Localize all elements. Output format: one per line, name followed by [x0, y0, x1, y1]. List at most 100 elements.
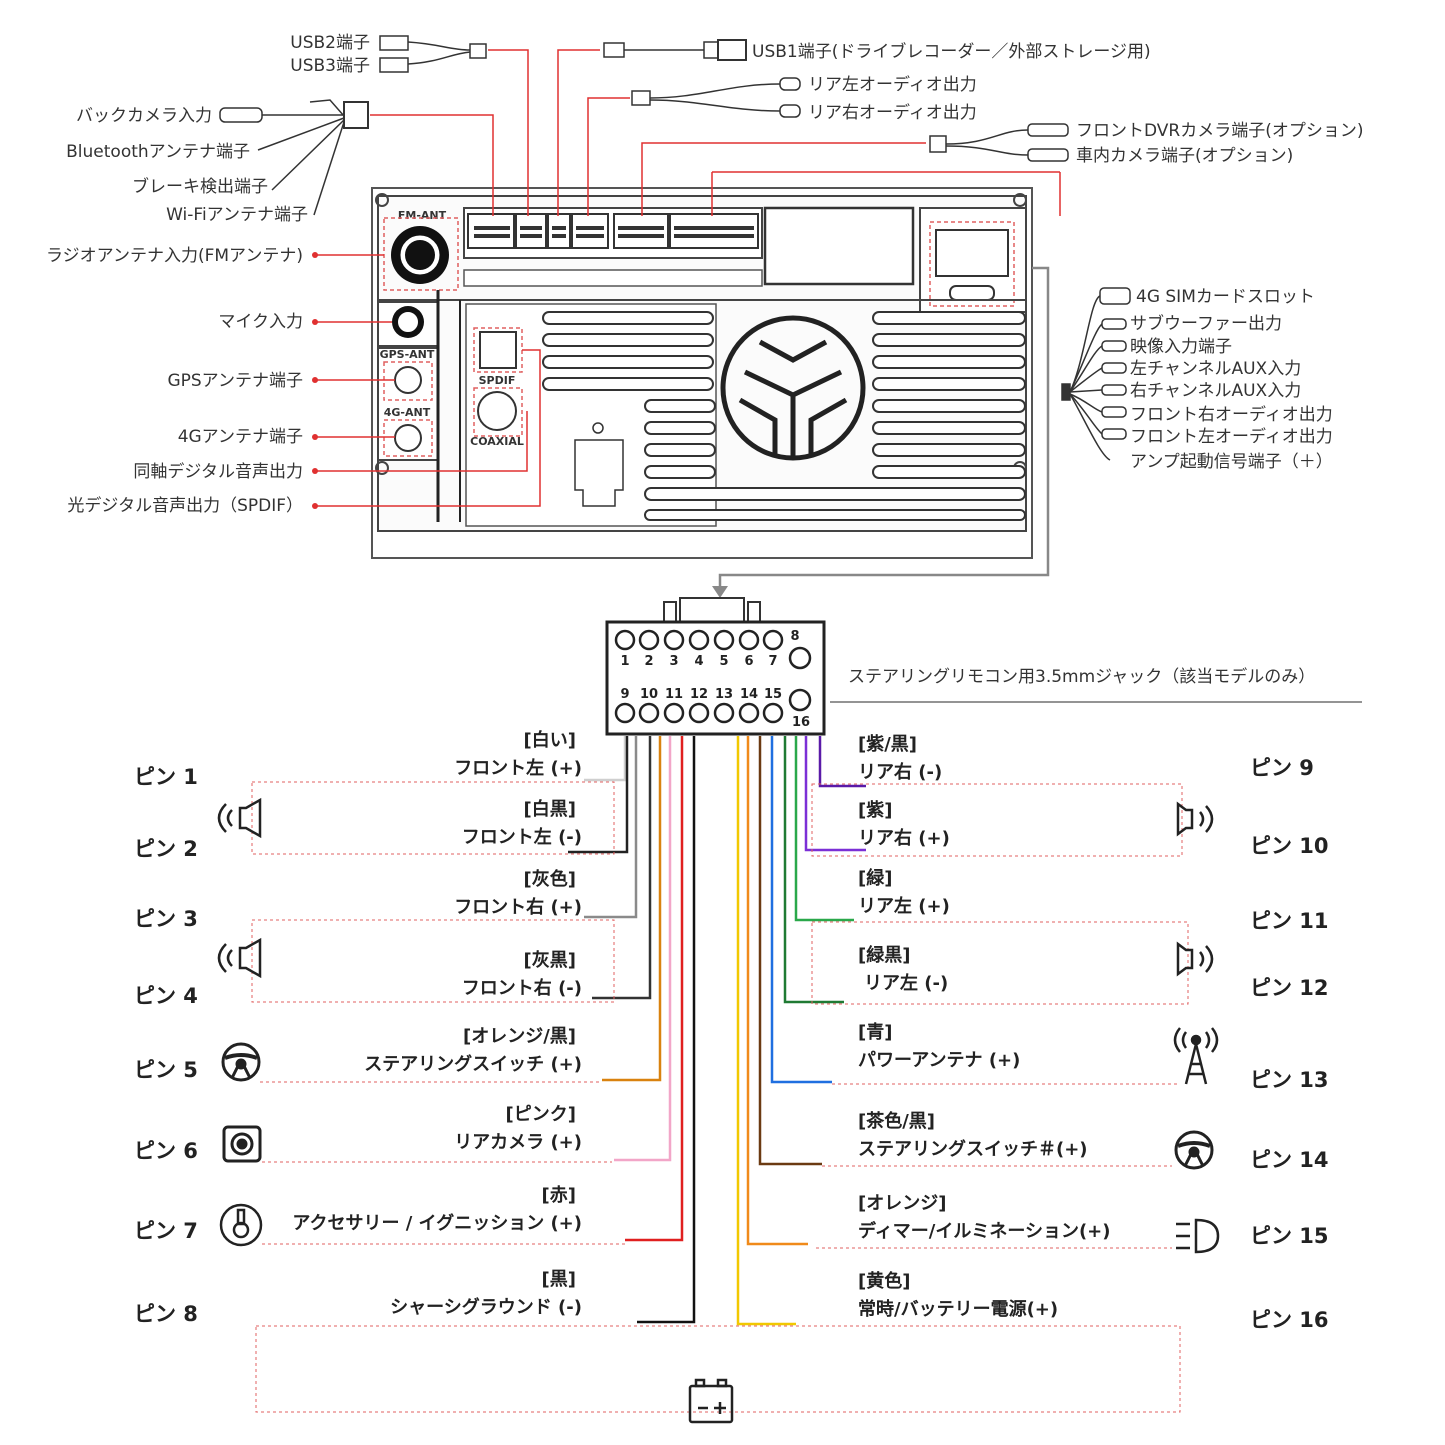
- wire-function: シャーシグラウンド (-): [390, 1296, 582, 1318]
- right-labels: 4G SIMカードスロット サブウーファー出力 映像入力端子 左チャンネルAUX…: [1130, 287, 1333, 472]
- head-unit-back: FM-ANT GPS-ANT 4G-ANT SPDIF COAXIAL: [371, 187, 1033, 559]
- pin-hole: [638, 629, 660, 651]
- wire-color: [青]: [858, 1022, 892, 1043]
- ignition-key-icon: [219, 1203, 263, 1247]
- wires: [568, 736, 866, 1326]
- pin-label: ピン 9: [1250, 756, 1314, 780]
- aux-right-label: 右チャンネルAUX入力: [1130, 381, 1301, 401]
- wire-left-pin: [625, 736, 684, 1242]
- pin-hole: [688, 702, 710, 724]
- leader-dots: [312, 252, 318, 509]
- pin-number: 8: [790, 629, 799, 644]
- steering-wheel-icon: [1174, 1130, 1214, 1170]
- wifi-label: Wi-Fiアンテナ端子: [166, 205, 308, 225]
- pin-label: ピン 5: [134, 1058, 198, 1082]
- pin-label: ピン 8: [134, 1302, 198, 1326]
- camera-icon: [222, 1125, 262, 1163]
- usb3-label: USB3端子: [290, 56, 370, 76]
- wire-right-pin: [746, 736, 808, 1246]
- wire-function: リア右 (+): [858, 827, 950, 849]
- usb2-label: USB2端子: [290, 33, 370, 53]
- gps-ant-label: GPS-ANT: [380, 348, 435, 361]
- pin-label: ピン 7: [134, 1219, 198, 1243]
- speaker-icon: [217, 797, 262, 839]
- pin-label: ピン 16: [1250, 1308, 1329, 1332]
- wire-right-pin: [818, 736, 866, 788]
- wire-left-pin: [637, 736, 696, 1324]
- aux-left-label: 左チャンネルAUX入力: [1130, 359, 1301, 379]
- wire-color: [オレンジ]: [858, 1193, 946, 1214]
- g4-label: 4Gアンテナ端子: [178, 427, 303, 447]
- pin-number: 15: [764, 687, 782, 702]
- wire-function: フロント右 (+): [454, 896, 582, 918]
- wire-color: [オレンジ/黒]: [463, 1026, 576, 1047]
- amp-signal-label: アンプ起動信号端子（＋）: [1130, 452, 1333, 472]
- usb1-label: USB1端子(ドライブレコーダー／外部ストレージ用): [752, 41, 1151, 62]
- coaxial-label: COAXIAL: [470, 435, 524, 448]
- pin-label: ピン 13: [1250, 1068, 1329, 1092]
- gps-label: GPSアンテナ端子: [167, 371, 303, 391]
- headlight-icon: [1176, 1218, 1220, 1254]
- mic-label: マイク入力: [218, 312, 303, 332]
- speaker-icon: [1176, 941, 1214, 977]
- bluetooth-label: Bluetoothアンテナ端子: [66, 142, 250, 162]
- pin-label: ピン 15: [1250, 1224, 1329, 1248]
- pin-number: 14: [740, 687, 758, 702]
- brake-label: ブレーキ検出端子: [132, 176, 268, 197]
- pin-number: 16: [792, 715, 810, 730]
- spdif-out-label: 光デジタル音声出力（SPDIF）: [67, 495, 303, 516]
- pin-label: ピン 11: [1250, 909, 1329, 933]
- wire-function: リア左 (-): [864, 972, 948, 994]
- pin-number: 12: [690, 687, 708, 702]
- rear-right-audio-label: リア右オーディオ出力: [808, 102, 977, 123]
- pin-label: ピン 10: [1250, 834, 1329, 858]
- front-left-audio-label: フロント左オーディオ出力: [1130, 426, 1333, 447]
- subwoofer-label: サブウーファー出力: [1130, 313, 1282, 334]
- pin-number: 5: [719, 654, 728, 669]
- pin-number: 4: [694, 654, 703, 669]
- antenna-icon: [1173, 1027, 1219, 1085]
- in-car-cam-label: 車内カメラ端子(オプション): [1076, 146, 1293, 166]
- top-labels: USB2端子 USB3端子 USB1端子(ドライブレコーダー／外部ストレージ用)…: [66, 33, 1363, 225]
- left-labels: ラジオアンテナ入力(FMアンテナ) マイク入力 GPSアンテナ端子 4Gアンテナ…: [46, 246, 303, 516]
- wire-color: [緑]: [858, 867, 892, 889]
- pin-hole: [663, 629, 685, 651]
- pin-label: ピン 4: [134, 984, 198, 1008]
- wire-color: [緑黒]: [858, 944, 910, 966]
- pin-hole: [738, 702, 760, 724]
- red-leader-lines: [315, 49, 1061, 507]
- wire-function: ステアリングスイッチ＃(+): [858, 1138, 1088, 1160]
- sim-slot-label: 4G SIMカードスロット: [1136, 287, 1315, 307]
- wire-right-pin: [783, 736, 844, 1004]
- fm-ant-label: FM-ANT: [398, 209, 447, 222]
- wire-function: 常時/バッテリー電源(+): [858, 1298, 1058, 1320]
- wire-color: [茶色/黒]: [858, 1110, 935, 1132]
- usb-cables: [219, 35, 1069, 216]
- wire-left-pin: [584, 736, 627, 782]
- pin-hole: [614, 629, 636, 651]
- speaker-icon: [1176, 801, 1214, 837]
- right-cable-bundle: [1061, 287, 1131, 461]
- wire-function: リア右 (-): [858, 761, 942, 783]
- pin-hole: [663, 702, 685, 724]
- wire-color: [赤]: [542, 1185, 576, 1206]
- pin-hole: [688, 629, 710, 651]
- wire-color: [灰黒]: [524, 949, 576, 971]
- wire-color: [白い]: [524, 729, 576, 751]
- wire-function: アクセサリー / イグニッション (+): [292, 1212, 582, 1234]
- coax-label: 同軸デジタル音声出力: [133, 461, 303, 482]
- wire-right-pin: [758, 736, 822, 1166]
- heatsink-fins: [542, 311, 1026, 521]
- pin-label: ピン 3: [134, 907, 198, 931]
- wire-function: フロント右 (-): [462, 977, 582, 999]
- wire-left-pin: [568, 736, 629, 854]
- rear-left-audio-label: リア左オーディオ出力: [808, 74, 977, 95]
- wire-left-pin: [584, 736, 638, 919]
- wire-right-pin: [804, 736, 866, 852]
- back-camera-label: バックカメラ入力: [76, 106, 212, 126]
- g4-ant-label: 4G-ANT: [384, 406, 431, 419]
- fan-logo: [720, 315, 866, 461]
- wire-right-pin: [736, 736, 796, 1326]
